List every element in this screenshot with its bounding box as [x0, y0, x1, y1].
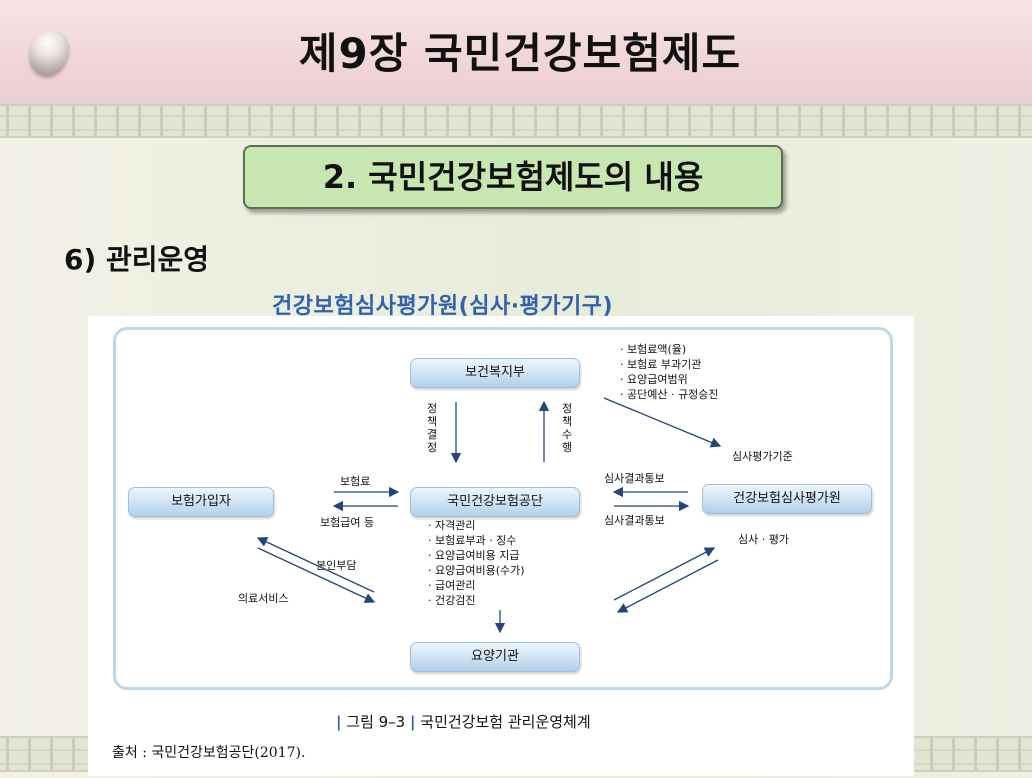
figure-caption: | 그림 9–3 | 국민건강보험 관리운영체계: [336, 711, 591, 732]
label-review-result-upper: 심사결과통보: [604, 470, 665, 486]
list-item: 요양급여범위: [620, 372, 718, 387]
caption-bar: |: [410, 713, 415, 731]
list-item: 요양급여비용(수가): [428, 563, 525, 578]
node-nhis: 국민건강보험공단: [410, 487, 580, 517]
list-item: 건강검진: [428, 593, 525, 608]
list-item: 보험료 부과기관: [620, 357, 718, 372]
label-review-result-lower: 심사결과통보: [604, 512, 665, 528]
list-item: 자격관리: [428, 518, 525, 533]
caption-bar: |: [336, 713, 341, 731]
caption-text: 국민건강보험 관리운영체계: [420, 713, 590, 731]
list-item: 보험료액(율): [620, 342, 718, 357]
slide-title: 제9장 국민건강보험제도: [240, 26, 800, 82]
decorative-border-top: [0, 104, 1032, 138]
node-ministry: 보건복지부: [410, 358, 580, 388]
node-insured: 보험가입자: [128, 487, 274, 517]
subsection-heading: 6) 관리운영: [64, 238, 209, 278]
label-review-standard: 심사평가기준: [732, 448, 793, 464]
nhis-functions-list: 자격관리 보험료부과 · 징수 요양급여비용 지급 요양급여비용(수가) 급여관…: [428, 518, 525, 608]
label-policy-execution: 정책수행: [560, 402, 574, 454]
list-item: 급여관리: [428, 578, 525, 593]
list-item: 공단예산 · 규정승진: [620, 387, 718, 402]
label-copay: 본인부담: [316, 557, 356, 573]
label-benefits: 보험급여 등: [320, 514, 374, 530]
list-item: 보험료부과 · 징수: [428, 533, 525, 548]
label-medical-service: 의료서비스: [238, 590, 289, 606]
node-hira: 건강보험심사평가원: [702, 484, 872, 514]
node-provider: 요양기관: [410, 642, 580, 672]
list-item: 요양급여비용 지급: [428, 548, 525, 563]
figure-source: 출처 : 국민건강보험공단(2017).: [112, 742, 305, 762]
label-review-evaluation: 심사 · 평가: [738, 531, 789, 547]
label-premium: 보험료: [340, 473, 370, 489]
label-policy-decision: 정책결정: [425, 402, 439, 454]
caption-figure-number: 그림 9–3: [346, 713, 405, 731]
ministry-authority-list: 보험료액(율) 보험료 부과기관 요양급여범위 공단예산 · 규정승진: [620, 342, 718, 402]
section-heading: 2. 국민건강보험제도의 내용: [243, 145, 783, 209]
